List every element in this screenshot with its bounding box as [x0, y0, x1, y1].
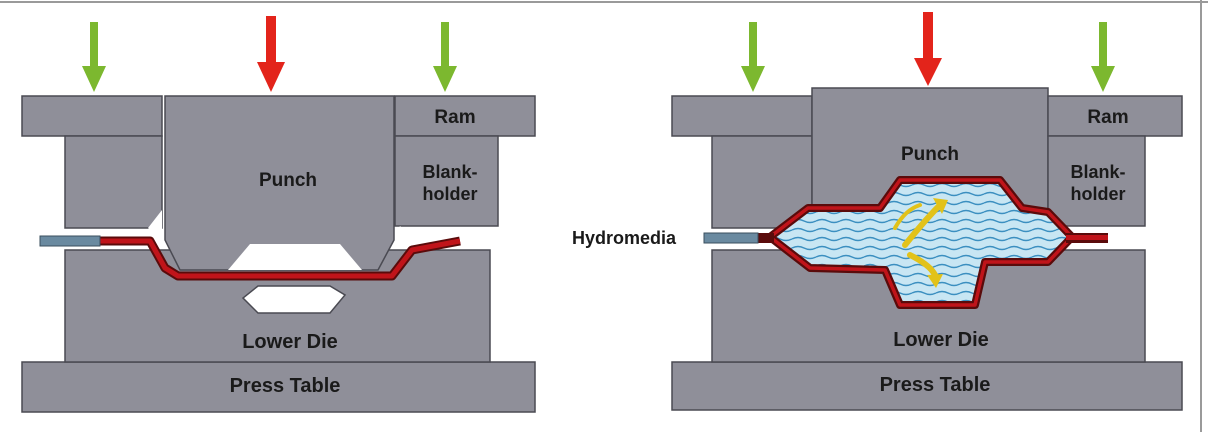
- down-arrow-icon: [433, 22, 457, 92]
- down-arrow-icon: [914, 12, 942, 86]
- gap-right: [395, 226, 410, 236]
- lower-die-label: Lower Die: [893, 329, 989, 351]
- blankholder-left: [64, 135, 163, 229]
- punch-label: Punch: [259, 170, 317, 191]
- blankholder-right: [394, 135, 499, 227]
- down-arrow-icon: [82, 22, 106, 92]
- blankholder-label-line1: Blank-: [1070, 162, 1125, 182]
- ram-label: Ram: [434, 107, 475, 128]
- down-arrow-icon: [741, 22, 765, 92]
- blankholder-label-line2: holder: [1070, 184, 1125, 204]
- left-sheet: [39, 235, 461, 281]
- down-arrow-icon: [257, 16, 285, 92]
- ram-right: [1047, 95, 1183, 137]
- left-diagram: [21, 95, 536, 413]
- gap-left: [148, 210, 162, 240]
- lower-die-label: Lower Die: [242, 331, 338, 353]
- blankholder-label-line1: Blank-: [422, 162, 477, 182]
- blankholder-label-line2: holder: [422, 184, 477, 204]
- inlet-pipe-left: [39, 235, 101, 247]
- blankholder-right: [1047, 135, 1146, 227]
- die-cavity: [241, 285, 347, 314]
- press-table-label: Press Table: [880, 374, 991, 396]
- left-arrows: [82, 16, 457, 92]
- press-table-label: Press Table: [230, 375, 341, 397]
- ram-label: Ram: [1087, 107, 1128, 128]
- punch-label: Punch: [901, 144, 959, 165]
- hydromedia-chamber: [703, 176, 1108, 309]
- down-arrow-icon: [1091, 22, 1115, 92]
- right-arrows: [741, 12, 1115, 92]
- ram-right: [394, 95, 536, 137]
- curved-arrow-icon: [893, 198, 948, 288]
- ram-left: [671, 95, 813, 137]
- ram-left: [21, 95, 163, 137]
- press-table: [21, 361, 536, 413]
- hydromedia-label: Hydromedia: [572, 228, 677, 248]
- forming-gap: [228, 244, 362, 270]
- hydromedia-inlet: [703, 232, 759, 244]
- punch: [164, 95, 395, 271]
